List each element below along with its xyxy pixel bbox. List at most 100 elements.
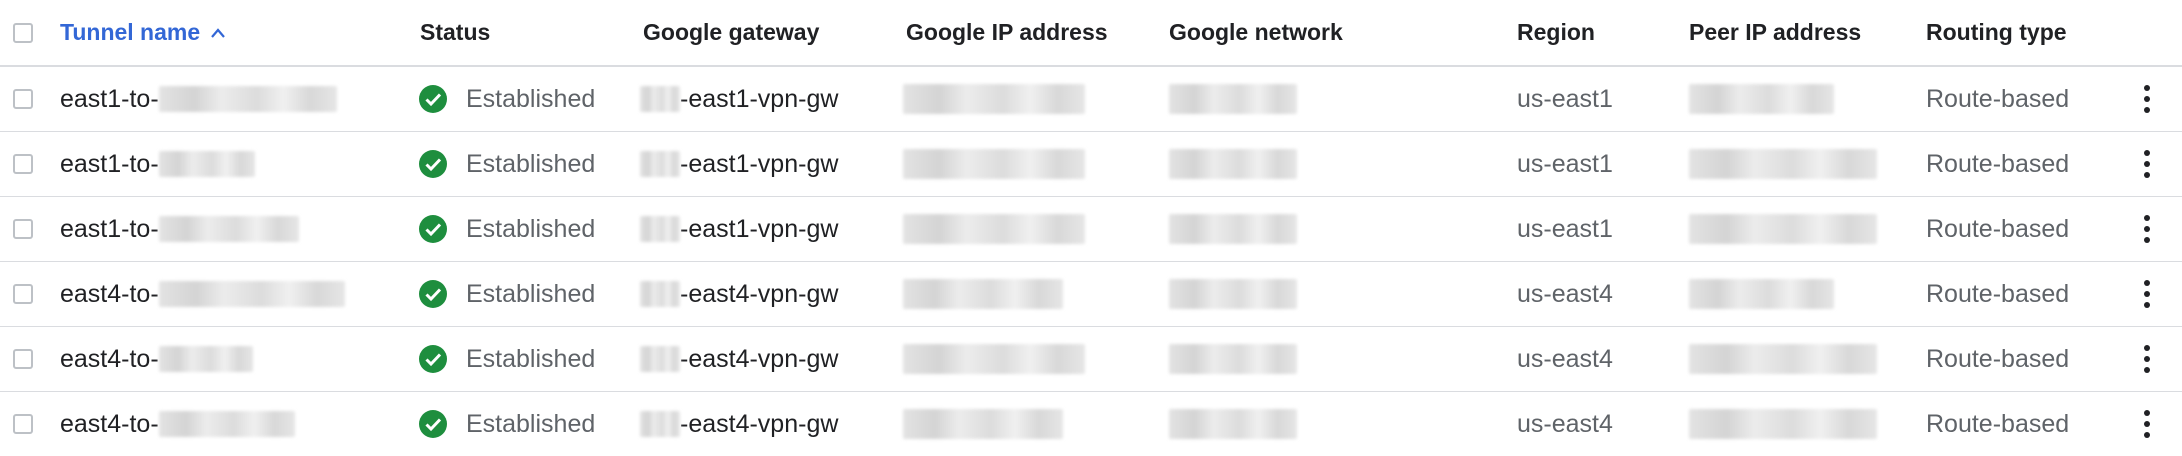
tunnel-name-link[interactable]: east4-to- xyxy=(60,327,253,391)
routing-type-cell: Route-based xyxy=(1926,344,2070,373)
redacted-value xyxy=(903,344,1085,374)
row-menu-button[interactable] xyxy=(2133,392,2161,456)
table-row[interactable]: east1-to- Established -east1-vpn-gw us-e… xyxy=(0,197,2182,262)
google-gateway-cell[interactable]: -east1-vpn-gw xyxy=(640,67,838,131)
status-cell: Established xyxy=(418,392,595,456)
row-checkbox[interactable] xyxy=(13,414,33,434)
column-header-routing-type[interactable]: Routing type xyxy=(1926,19,2067,45)
google-gateway-cell[interactable]: -east4-vpn-gw xyxy=(640,262,838,326)
gateway-suffix: -east1-vpn-gw xyxy=(680,214,839,243)
status-cell: Established xyxy=(418,67,595,131)
google-network-cell[interactable] xyxy=(1169,327,1297,391)
tunnel-name-prefix: east4-to- xyxy=(60,409,159,438)
check-circle-icon xyxy=(419,345,447,373)
row-checkbox[interactable] xyxy=(13,284,33,304)
google-gateway-cell[interactable]: -east1-vpn-gw xyxy=(640,132,838,196)
routing-type-cell: Route-based xyxy=(1926,409,2070,438)
row-checkbox[interactable] xyxy=(13,154,33,174)
row-menu-button[interactable] xyxy=(2133,132,2161,196)
row-menu-button[interactable] xyxy=(2133,327,2161,391)
status-cell: Established xyxy=(418,327,595,391)
redacted-value xyxy=(158,86,337,112)
google-network-cell[interactable] xyxy=(1169,197,1297,261)
row-menu-button[interactable] xyxy=(2133,262,2161,326)
column-header-google-ip[interactable]: Google IP address xyxy=(906,19,1108,45)
region-cell: us-east1 xyxy=(1517,84,1613,113)
redacted-value xyxy=(903,84,1085,114)
redacted-value xyxy=(903,149,1085,179)
status-text: Established xyxy=(466,344,596,373)
more-vert-icon xyxy=(2133,211,2161,247)
google-gateway-cell[interactable]: -east4-vpn-gw xyxy=(640,327,838,391)
column-label: Tunnel name xyxy=(60,19,201,45)
google-network-cell[interactable] xyxy=(1169,67,1297,131)
gateway-suffix: -east1-vpn-gw xyxy=(680,149,839,178)
tunnel-name-prefix: east1-to- xyxy=(60,214,159,243)
google-network-cell[interactable] xyxy=(1169,262,1297,326)
table-row[interactable]: east4-to- Established -east4-vpn-gw us-e… xyxy=(0,392,2182,456)
google-gateway-cell[interactable]: -east4-vpn-gw xyxy=(640,392,838,456)
peer-ip-cell xyxy=(1689,132,1877,196)
redacted-value xyxy=(903,279,1063,309)
redacted-value xyxy=(158,346,253,372)
redacted-value xyxy=(1689,279,1834,309)
region-cell: us-east1 xyxy=(1517,214,1613,243)
table-row[interactable]: east1-to- Established -east1-vpn-gw us-e… xyxy=(0,67,2182,132)
routing-type-cell: Route-based xyxy=(1926,149,2070,178)
table-row[interactable]: east4-to- Established -east4-vpn-gw us-e… xyxy=(0,262,2182,327)
table-row[interactable]: east1-to- Established -east1-vpn-gw us-e… xyxy=(0,132,2182,197)
redacted-value xyxy=(640,346,680,372)
redacted-value xyxy=(1169,214,1297,244)
column-header-google-network[interactable]: Google network xyxy=(1169,19,1343,45)
column-header-region[interactable]: Region xyxy=(1517,19,1595,45)
column-header-google-gateway[interactable]: Google gateway xyxy=(643,19,820,45)
tunnel-name-link[interactable]: east1-to- xyxy=(60,132,255,196)
row-menu-button[interactable] xyxy=(2133,197,2161,261)
google-gateway-cell[interactable]: -east1-vpn-gw xyxy=(640,197,838,261)
gateway-suffix: -east4-vpn-gw xyxy=(680,409,839,438)
row-checkbox[interactable] xyxy=(13,219,33,239)
google-network-cell[interactable] xyxy=(1169,132,1297,196)
google-ip-cell xyxy=(903,392,1063,456)
redacted-value xyxy=(1689,84,1834,114)
column-header-status[interactable]: Status xyxy=(420,19,491,45)
redacted-value xyxy=(158,216,299,242)
tunnel-name-prefix: east4-to- xyxy=(60,344,159,373)
redacted-value xyxy=(1689,344,1877,374)
row-menu-button[interactable] xyxy=(2133,67,2161,131)
row-checkbox[interactable] xyxy=(13,349,33,369)
status-cell: Established xyxy=(418,132,595,196)
status-text: Established xyxy=(466,84,596,113)
redacted-value xyxy=(1169,84,1297,114)
tunnel-name-link[interactable]: east1-to- xyxy=(60,197,299,261)
arrow-up-icon xyxy=(211,27,225,38)
tunnel-name-prefix: east1-to- xyxy=(60,84,159,113)
check-circle-icon xyxy=(419,410,447,438)
region-cell: us-east4 xyxy=(1517,279,1613,308)
redacted-value xyxy=(903,409,1063,439)
check-circle-icon xyxy=(419,85,447,113)
google-network-cell[interactable] xyxy=(1169,392,1297,456)
column-header-tunnel-name[interactable]: Tunnel name xyxy=(60,0,226,65)
google-ip-cell xyxy=(903,67,1085,131)
tunnel-name-link[interactable]: east1-to- xyxy=(60,67,337,131)
table-row[interactable]: east4-to- Established -east4-vpn-gw us-e… xyxy=(0,327,2182,392)
redacted-value xyxy=(158,281,345,307)
more-vert-icon xyxy=(2133,81,2161,117)
redacted-value xyxy=(1689,149,1877,179)
select-all-checkbox[interactable] xyxy=(13,22,33,43)
peer-ip-cell xyxy=(1689,327,1877,391)
gateway-suffix: -east4-vpn-gw xyxy=(680,344,839,373)
status-text: Established xyxy=(466,279,596,308)
redacted-value xyxy=(158,151,255,177)
tunnel-name-link[interactable]: east4-to- xyxy=(60,262,345,326)
row-checkbox[interactable] xyxy=(13,89,33,109)
tunnel-name-link[interactable]: east4-to- xyxy=(60,392,295,456)
google-ip-cell xyxy=(903,327,1085,391)
column-header-peer-ip[interactable]: Peer IP address xyxy=(1689,19,1862,45)
google-ip-cell xyxy=(903,262,1063,326)
status-text: Established xyxy=(466,149,596,178)
redacted-value xyxy=(903,214,1085,244)
status-text: Established xyxy=(466,214,596,243)
